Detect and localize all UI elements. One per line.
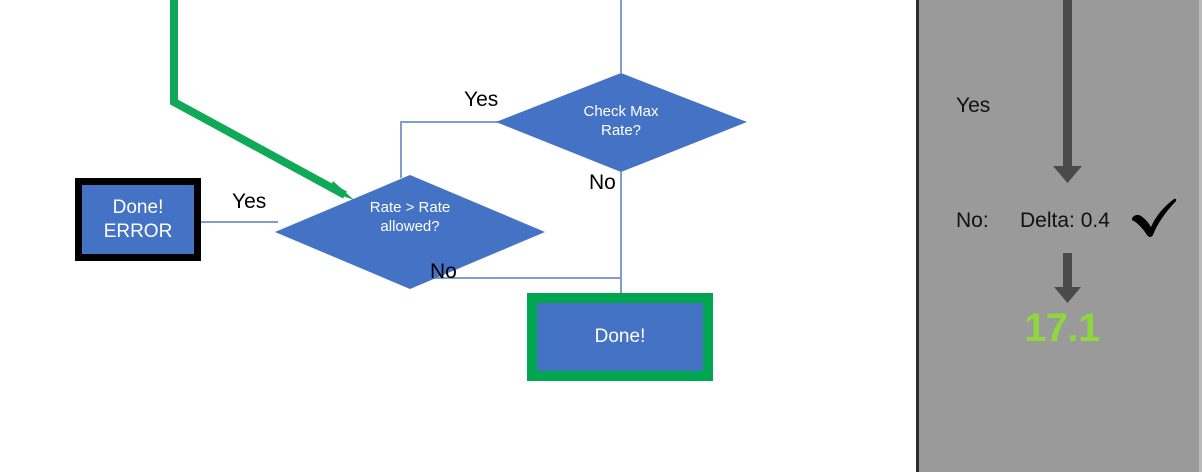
connector-yes-check-max-rate (400, 121, 532, 178)
panel-no-label: No: (956, 209, 989, 232)
node-done-label: Done! (594, 326, 646, 348)
highlight-path-line (170, 0, 347, 199)
check-mark-icon (1132, 198, 1177, 237)
panel-result-value: 17.1 (1024, 306, 1100, 350)
flowchart-graphics (170, 0, 747, 294)
node-done[interactable]: Done! (527, 293, 713, 381)
panel-arrow-1-shaft (1063, 0, 1072, 168)
panel-arrow-2-shaft (1063, 253, 1072, 289)
panel-yes-label: Yes (956, 94, 991, 117)
panel-arrow-2-head (1054, 287, 1081, 303)
panel-delta-label: Delta: 0.4 (1020, 209, 1110, 232)
node-done-error-label: Done! ERROR (103, 197, 173, 242)
node-check-max-rate[interactable] (496, 73, 747, 172)
panel-arrows (1053, 0, 1082, 303)
flowchart-area: Check Max Rate? Rate > Rate allowed? Don… (75, 0, 747, 381)
panel-arrow-1-head (1053, 166, 1082, 183)
side-panel: Yes No: Delta: 0.4 17.1 (916, 0, 1202, 472)
node-rate-gt-rate-allowed[interactable] (275, 175, 545, 289)
node-done-error[interactable]: Done! ERROR (75, 178, 201, 261)
highlight-path-arrowhead (329, 181, 354, 200)
